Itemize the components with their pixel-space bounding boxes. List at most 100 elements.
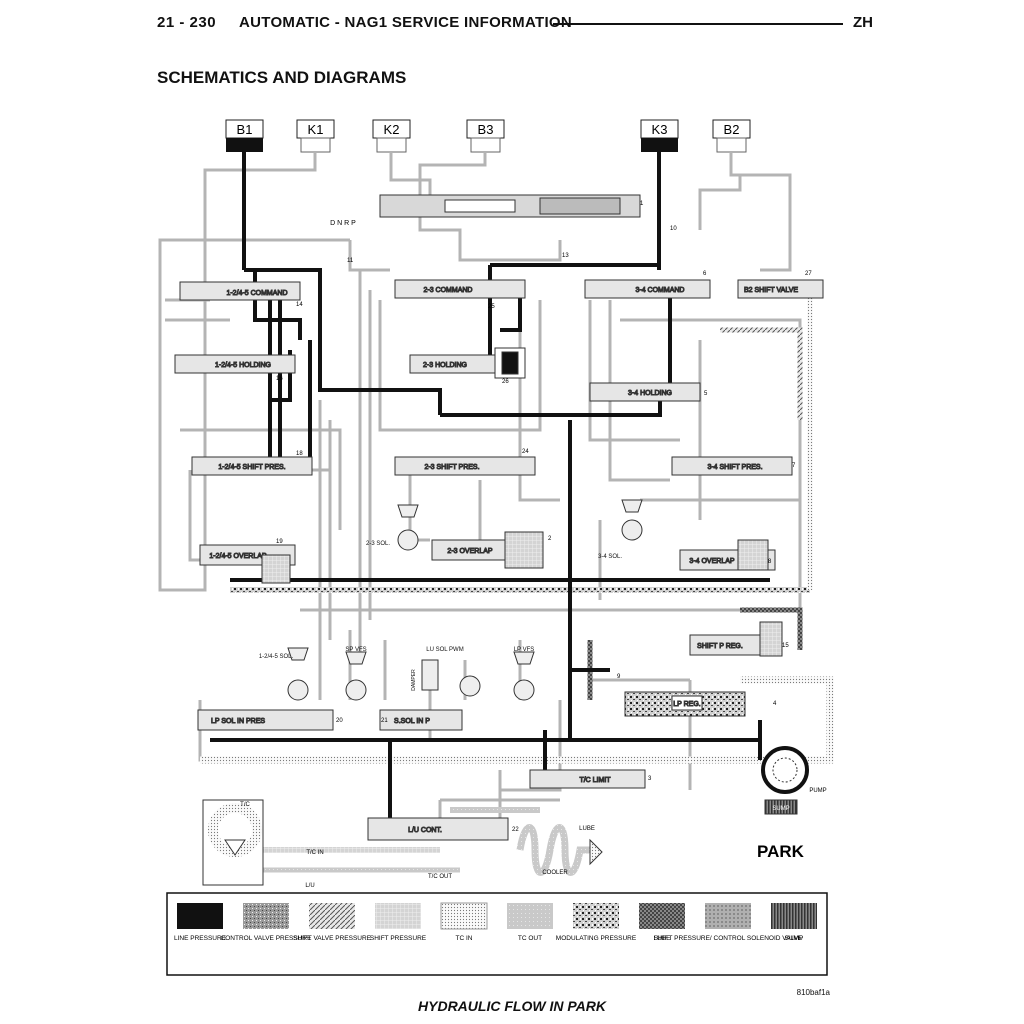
valve-tc-limit: T/C LIMIT bbox=[529, 769, 646, 789]
valve-label: 2-3 HOLDING bbox=[423, 362, 467, 369]
part-number: 19 bbox=[276, 539, 283, 545]
solenoid-label: 2-3 SOL. bbox=[366, 541, 390, 547]
part-number: 9 bbox=[617, 674, 621, 680]
cooler-label: COOLER bbox=[542, 870, 568, 876]
legend-item-shift-pressure-solenoid: SHIFT PRESSURE/ CONTROL SOLENOID VALVE bbox=[654, 903, 803, 942]
legend-item-lube: LUBE bbox=[639, 903, 685, 942]
legend-item-tc-in: TC IN bbox=[440, 902, 488, 942]
legend-item-sump: SUMP bbox=[771, 903, 817, 942]
lube-label: LUBE bbox=[579, 826, 595, 832]
mode-label: PARK bbox=[757, 842, 805, 861]
solenoid-23: 2-3 SOL. bbox=[366, 504, 419, 551]
legend-label: TC OUT bbox=[518, 935, 542, 942]
tc-out-label: T/C OUT bbox=[428, 874, 452, 880]
valve-1245-holding: 1-2/4-5 HOLDING bbox=[174, 354, 296, 374]
valve-34-overlap: 3-4 OVERLAP bbox=[679, 539, 776, 571]
part-number: 6 bbox=[703, 271, 707, 277]
solenoid-label: LU SOL PWM bbox=[426, 647, 463, 653]
valve-b2-shift: B2 SHIFT VALVE bbox=[737, 279, 824, 299]
solenoid-label: SP VFS bbox=[345, 647, 366, 653]
valve-label: LP SOL IN PRES bbox=[211, 718, 265, 725]
valve-label: 2-3 SHIFT PRES. bbox=[424, 464, 479, 471]
part-number: 18 bbox=[296, 451, 303, 457]
part-number: 22 bbox=[512, 827, 519, 833]
solenoid-sp-vfs: SP VFS bbox=[345, 647, 367, 701]
part-number: 1 bbox=[640, 201, 644, 207]
part-number: 2 bbox=[548, 536, 552, 542]
solenoid-34: 3-4 SOL. bbox=[598, 499, 643, 560]
valve-shift-p-reg: SHIFT P REG. bbox=[689, 621, 783, 657]
part-number: 3 bbox=[648, 776, 652, 782]
clutch-b1: B1 bbox=[225, 119, 264, 152]
sump-label: SUMP bbox=[772, 806, 789, 812]
valve-1245-shift: 1-2/4-5 SHIFT PRES. bbox=[191, 456, 313, 476]
valve-bodies: 1-2/4-5 COMMAND 2-3 COMMAND 3-4 COMMAND … bbox=[174, 194, 824, 841]
part-number: 7 bbox=[792, 463, 796, 469]
solenoid-lu: LU SOL PWM DAMPER bbox=[411, 647, 481, 697]
part-number: 27 bbox=[805, 271, 812, 277]
header-rule bbox=[553, 23, 843, 25]
legend-item-modulating: MODULATING PRESSURE bbox=[556, 903, 637, 942]
part-number: 15 bbox=[782, 643, 789, 649]
pump-assembly: PUMP SUMP bbox=[761, 746, 827, 815]
cooler: COOLER LUBE bbox=[516, 824, 603, 876]
valve-label: SHIFT P REG. bbox=[697, 643, 743, 650]
clutch-label: B2 bbox=[724, 122, 740, 137]
clutch-k3: K3 bbox=[640, 119, 679, 152]
section-heading: SCHEMATICS AND DIAGRAMS bbox=[157, 68, 407, 87]
lu-label: L/U bbox=[305, 883, 314, 889]
valve-lu-cont: L/U CONT. bbox=[367, 817, 509, 841]
legend: LINE PRESSURE CONTROL VALVE PRESSURE SHI… bbox=[166, 892, 828, 976]
clutch-k2: K2 bbox=[372, 119, 411, 153]
legend-label: LINE PRESSURE bbox=[174, 935, 227, 942]
legend-item-shift-pressure: SHIFT PRESSURE bbox=[370, 903, 427, 942]
legend-item-shift-valve: SHIFT VALVE PRESSURE bbox=[293, 903, 372, 942]
solenoid-label: 3-4 SOL. bbox=[598, 554, 622, 560]
passage-network bbox=[158, 152, 802, 840]
line-pressure-paths bbox=[210, 152, 770, 830]
valve-23-command: 2-3 COMMAND bbox=[394, 279, 526, 299]
clutch-label: K3 bbox=[652, 122, 668, 137]
valve-label: LP REG. bbox=[673, 701, 701, 708]
valve-label: 3-4 COMMAND bbox=[635, 287, 684, 294]
valve-label: 3-4 SHIFT PRES. bbox=[707, 464, 762, 471]
page-number: 21 - 230 bbox=[157, 14, 217, 31]
hatched-channels bbox=[200, 280, 834, 873]
legend-label: TC IN bbox=[456, 935, 473, 942]
solenoid-label: 1-2/4-5 SOL. bbox=[259, 654, 294, 660]
legend-label: CONTROL VALVE PRESSURE bbox=[221, 935, 313, 942]
valve-34-shift: 3-4 SHIFT PRES. bbox=[671, 456, 793, 476]
part-number: 25 bbox=[488, 304, 495, 310]
valve-lp-reg: LP REG. bbox=[624, 691, 746, 717]
part-number: 16 bbox=[276, 376, 283, 382]
legend-label: SUMP bbox=[785, 935, 804, 942]
valve-s-sol: S.SOL IN P bbox=[379, 709, 463, 731]
valve-label: S.SOL IN P bbox=[394, 718, 430, 725]
pump-label: PUMP bbox=[809, 788, 826, 794]
model-code: ZH bbox=[853, 14, 873, 31]
clutch-label: B3 bbox=[478, 122, 494, 137]
legend-item-tc-out: TC OUT bbox=[507, 903, 553, 942]
valve-label: 1-2/4-5 HOLDING bbox=[215, 362, 271, 369]
part-number: 24 bbox=[522, 449, 529, 455]
part-number: 14 bbox=[296, 302, 303, 308]
valve-23-overlap: 2-3 OVERLAP bbox=[431, 531, 544, 569]
valve-label: B2 SHIFT VALVE bbox=[744, 287, 798, 294]
valve-34-command: 3-4 COMMAND bbox=[584, 279, 711, 299]
legend-item-line-pressure: LINE PRESSURE bbox=[174, 903, 227, 942]
part-number: 8 bbox=[768, 559, 772, 565]
valve-label: 3-4 HOLDING bbox=[628, 390, 672, 397]
part-numbers: 1 2 3 4 5 6 7 8 9 10 11 13 14 15 16 18 1… bbox=[276, 201, 812, 833]
figure-code: 810baf1a bbox=[796, 988, 830, 997]
damper-label: DAMPER bbox=[411, 669, 417, 691]
valve-lp-sol: LP SOL IN PRES bbox=[197, 709, 334, 731]
torque-converter: T/C T/C IN T/C OUT L/U bbox=[202, 799, 452, 889]
part-number: 11 bbox=[347, 258, 354, 264]
page-header: 21 - 230 AUTOMATIC - NAG1 SERVICE INFORM… bbox=[157, 14, 873, 38]
legend-label: SHIFT PRESSURE/ CONTROL SOLENOID VALVE bbox=[654, 935, 803, 942]
valve-label: 2-3 OVERLAP bbox=[447, 548, 492, 555]
valve-label: T/C LIMIT bbox=[579, 777, 611, 784]
clutch-row: B1 K1 K2 B3 K3 B2 bbox=[225, 119, 751, 153]
tc-in-label: T/C IN bbox=[306, 850, 323, 856]
